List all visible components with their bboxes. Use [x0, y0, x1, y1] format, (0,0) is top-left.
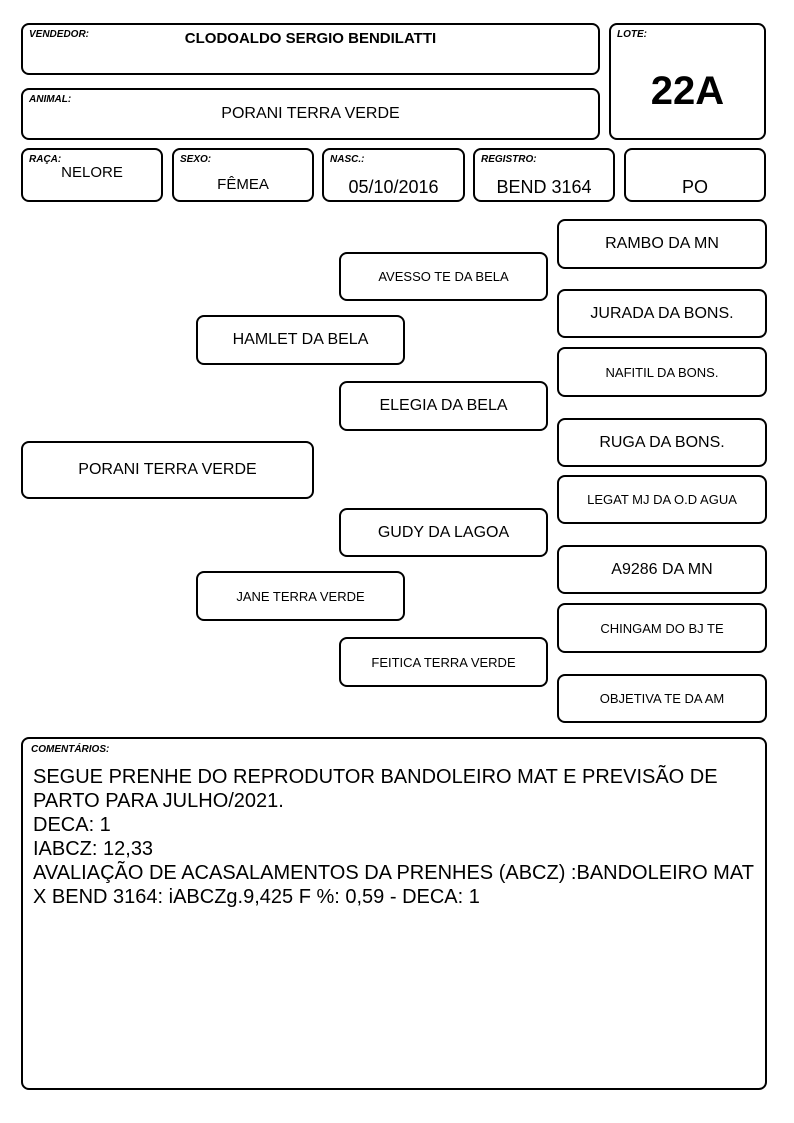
pedigree-sire-sire: AVESSO TE DA BELA [339, 252, 548, 301]
registro-label: REGISTRO: [481, 154, 537, 165]
pedigree-dam-dam: FEITICA TERRA VERDE [339, 637, 548, 687]
raca-value: NELORE [61, 164, 123, 181]
pedigree-animal: PORANI TERRA VERDE [21, 441, 314, 499]
comment-line: SEGUE PRENHE DO REPRODUTOR BANDOLEIRO MA… [33, 766, 724, 812]
pedigree-ggp-7: CHINGAM DO BJ TE [557, 603, 767, 653]
animal-name: PORANI TERRA VERDE [221, 105, 400, 122]
pedigree-ggp-4: RUGA DA BONS. [557, 418, 767, 467]
sexo-box: SEXO: FÊMEA [172, 148, 314, 202]
pedigree-ggp-5: LEGAT MJ DA O.D AGUA [557, 475, 767, 524]
pedigree-ggp-1: RAMBO DA MN [557, 219, 767, 269]
nasc-label: NASC.: [330, 154, 365, 165]
vendedor-box: VENDEDOR: CLODOALDO SERGIO BENDILATTI [21, 23, 600, 75]
nasc-box: NASC.: 05/10/2016 [322, 148, 465, 202]
pedigree-ggp-3: NAFITIL DA BONS. [557, 347, 767, 397]
raca-box: RAÇA: NELORE [21, 148, 163, 202]
lote-label: LOTE: [617, 29, 647, 40]
nasc-value: 05/10/2016 [348, 177, 439, 197]
registro-box: REGISTRO: BEND 3164 [473, 148, 615, 202]
pedigree-sire: HAMLET DA BELA [196, 315, 405, 365]
pedigree-ggp-6: A9286 DA MN [557, 545, 767, 594]
animal-label: ANIMAL: [29, 94, 72, 105]
pedigree-sire-dam: ELEGIA DA BELA [339, 381, 548, 431]
registro-value: BEND 3164 [496, 177, 592, 197]
comment-line: DECA: 1 [33, 814, 111, 836]
raca-label: RAÇA: [29, 154, 62, 165]
pedigree-ggp-2: JURADA DA BONS. [557, 289, 767, 338]
sexo-label: SEXO: [180, 154, 212, 165]
categoria-box: PO [624, 148, 766, 202]
vendedor-name: CLODOALDO SERGIO BENDILATTI [184, 30, 437, 47]
vendedor-label: VENDEDOR: [29, 29, 90, 40]
animal-box: ANIMAL: PORANI TERRA VERDE [21, 88, 600, 140]
lote-number: 22A [650, 69, 725, 113]
pedigree-ggp-8: OBJETIVA TE DA AM [557, 674, 767, 723]
comment-line: AVALIAÇÃO DE ACASALAMENTOS DA PRENHES (A… [33, 862, 760, 908]
comments-text: SEGUE PRENHE DO REPRODUTOR BANDOLEIRO MA… [33, 765, 755, 909]
pedigree-dam: JANE TERRA VERDE [196, 571, 405, 621]
sexo-value: FÊMEA [217, 176, 269, 193]
categoria-value: PO [681, 177, 708, 197]
comments-box: COMENTÁRIOS: SEGUE PRENHE DO REPRODUTOR … [21, 737, 767, 1090]
lote-box: LOTE: 22A [609, 23, 766, 140]
comments-label: COMENTÁRIOS: [31, 744, 110, 755]
comment-line: IABCZ: 12,33 [33, 838, 154, 860]
pedigree-dam-sire: GUDY DA LAGOA [339, 508, 548, 557]
